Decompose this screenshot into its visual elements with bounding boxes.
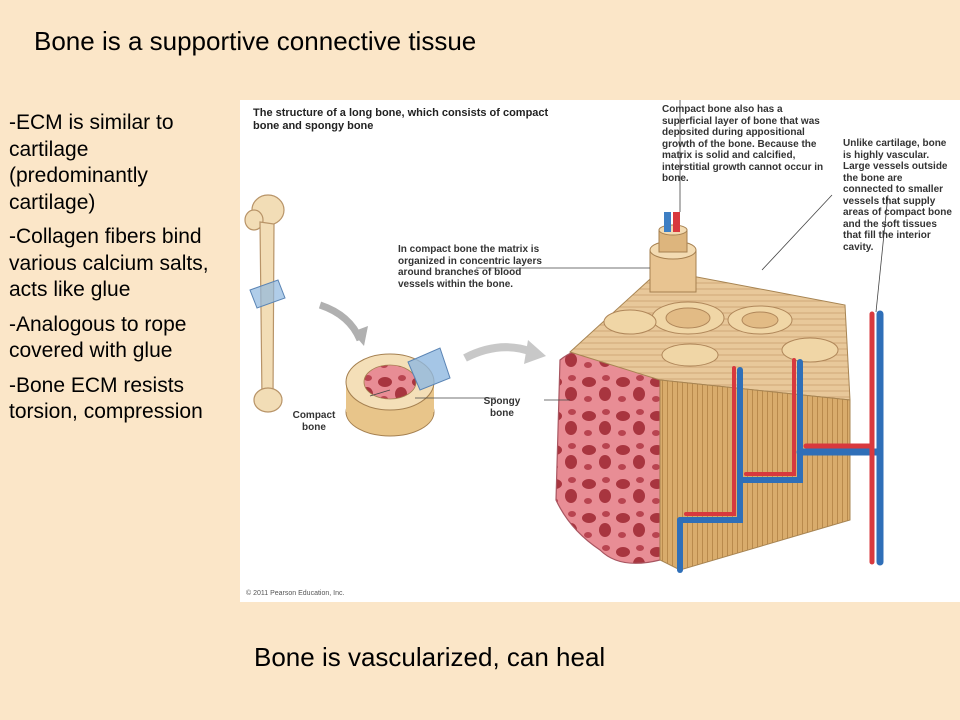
bullet-list: -ECM is similar to cartilage (predominan… xyxy=(9,110,231,434)
vascular-note: Unlike cartilage, bone is highly vascula… xyxy=(843,138,952,253)
footer-caption: Bone is vascularized, can heal xyxy=(254,642,606,672)
bone-illustration xyxy=(244,100,889,573)
bullet-ecm: -ECM is similar to cartilage (predominan… xyxy=(9,111,174,214)
spongy-bone-label: Spongy bone xyxy=(483,396,521,419)
leader-lines xyxy=(369,100,889,401)
blood-vessels xyxy=(677,310,884,573)
bullet-collagen: -Collagen fibers bind various calcium sa… xyxy=(9,225,209,301)
spongy-bone-block xyxy=(555,348,661,564)
concentric-layers-note: In compact bone the matrix is organized … xyxy=(398,244,542,290)
slide-title: Bone is a supportive connective tissue xyxy=(34,26,477,56)
copyright-notice: © 2011 Pearson Education, Inc. xyxy=(246,590,345,597)
appositional-growth-note: Compact bone also has a superficial laye… xyxy=(662,104,824,184)
compact-bone-label: Compact bone xyxy=(292,410,336,433)
figure-heading: The structure of a long bone, which cons… xyxy=(253,107,549,132)
long-bone-drawing xyxy=(244,194,286,413)
bullet-resistance: -Bone ECM resists torsion, compression xyxy=(9,373,203,424)
bone-cross-section xyxy=(345,347,451,437)
bone-structure-figure: The structure of a long bone, which cons… xyxy=(240,100,960,602)
bullet-analogy: -Analogous to rope covered with glue xyxy=(9,312,187,363)
